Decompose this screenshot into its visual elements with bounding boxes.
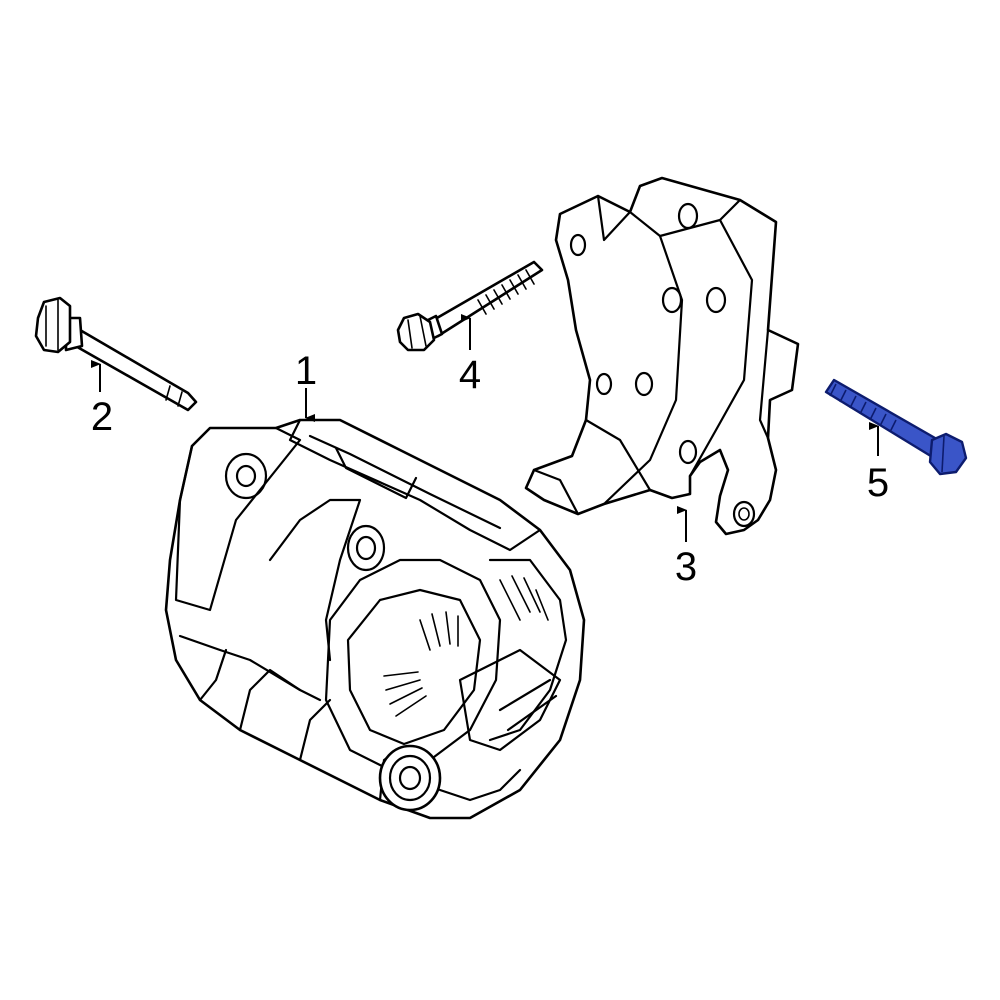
callout-label-3: 3 bbox=[675, 545, 697, 589]
callout-label-2: 2 bbox=[91, 395, 113, 439]
bracket-part-3[interactable] bbox=[524, 176, 800, 536]
callout-arrows bbox=[91, 314, 879, 542]
callout-label-1: 1 bbox=[295, 349, 317, 393]
bolt-part-5[interactable] bbox=[824, 378, 968, 476]
alternator-part-1[interactable] bbox=[164, 418, 586, 820]
callout-label-4: 4 bbox=[459, 353, 481, 397]
bolt-part-4[interactable] bbox=[396, 260, 544, 352]
bolt-part-2[interactable] bbox=[34, 296, 198, 412]
callout-labels: 1 2 3 4 5 bbox=[91, 349, 889, 589]
callout-label-5: 5 bbox=[867, 461, 889, 505]
